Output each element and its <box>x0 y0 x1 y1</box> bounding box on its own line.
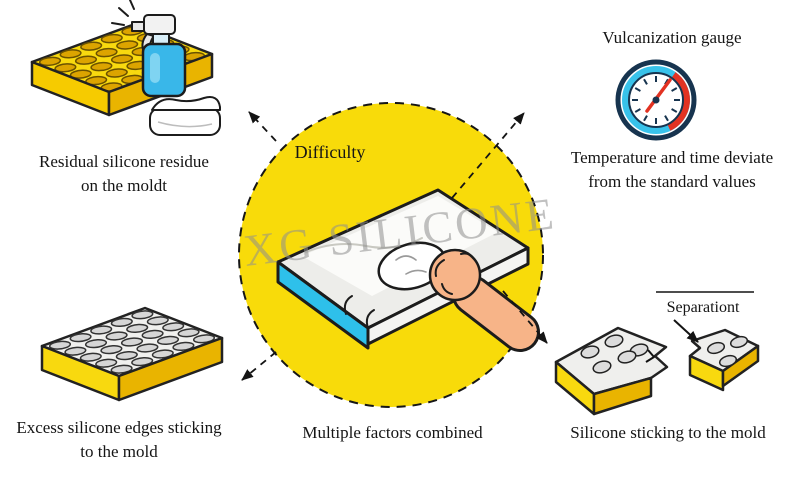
caption-line: Temperature and time deviate <box>570 148 774 167</box>
caption-line: on the moldt <box>81 176 167 196</box>
gauge-title: Vulcanization gauge <box>602 28 742 47</box>
separation-label: Separationt <box>666 299 740 316</box>
arrow-to-top-right-icon <box>451 112 525 199</box>
arrow-to-bottom-right-icon <box>502 290 548 344</box>
separation-arrow-icon <box>656 291 754 343</box>
caption-excess-edges: Excess silicone edges sticking to the mo… <box>0 416 238 464</box>
caption-line: Excess silicone edges sticking <box>16 418 222 437</box>
caption-multiple-factors: Multiple factors combined <box>302 423 483 442</box>
arrow-to-top-left-icon <box>248 111 277 142</box>
difficulty-label: Difficulty <box>294 142 366 162</box>
spray-bottle-icon <box>111 0 187 98</box>
caption-line: to the mold <box>80 442 158 462</box>
gauge-icon <box>615 59 697 141</box>
caption-line: from the standard values <box>588 172 756 192</box>
dashed-connectors <box>241 111 548 381</box>
cleaning-cloth-icon <box>149 96 221 136</box>
caption-silicone-sticking: Silicone sticking to the mold <box>570 423 766 442</box>
broken-mold-icon <box>554 326 760 416</box>
arrow-to-bottom-left-icon <box>241 351 277 381</box>
mold-tray-edges-icon <box>42 308 222 400</box>
caption-residual-silicone: Residual silicone residue on the moldt <box>8 150 240 198</box>
caption-temperature-deviation: Temperature and time deviate from the st… <box>542 146 800 194</box>
hand-wiping-mold-icon <box>276 188 540 352</box>
caption-line: Residual silicone residue <box>39 152 209 171</box>
